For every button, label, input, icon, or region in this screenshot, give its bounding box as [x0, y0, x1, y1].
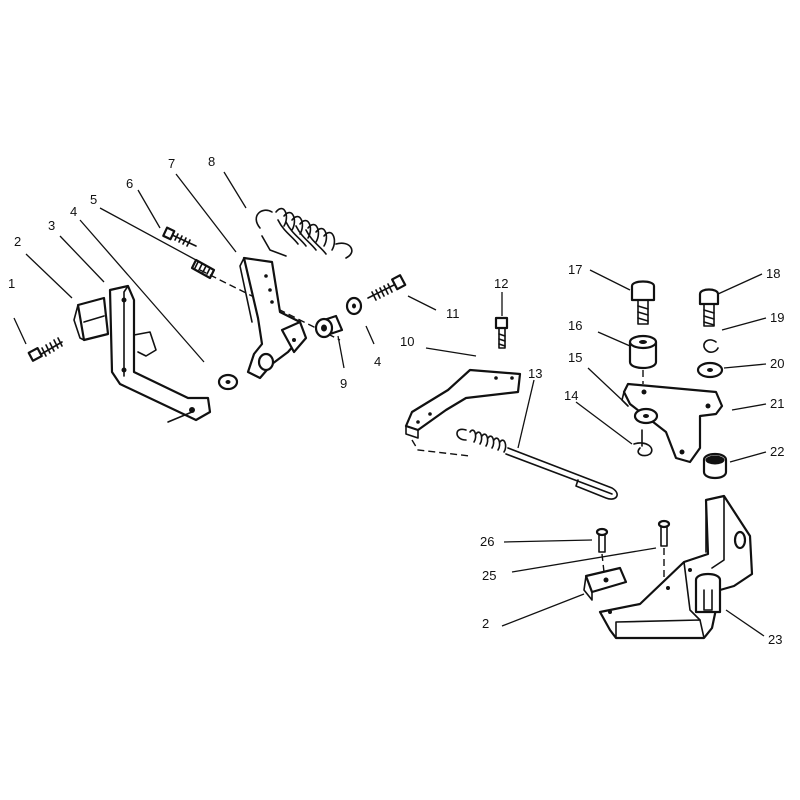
callout-9: 9 [340, 376, 347, 391]
callout-19: 19 [770, 310, 784, 325]
callout-labels: 1 2 3 4 5 6 7 8 9 4 10 11 12 13 14 15 16… [8, 154, 784, 647]
part-5-pin [190, 258, 216, 280]
callout-15: 15 [568, 350, 582, 365]
part-14-clip [633, 429, 653, 457]
part-22-nut [702, 452, 728, 480]
callout-11: 11 [446, 306, 460, 321]
callout-2: 2 [14, 234, 21, 249]
part-26-pin [595, 527, 609, 573]
part-3-pedal-bracket [108, 284, 212, 423]
part-9-spacer [314, 314, 344, 339]
part-4b-washer [345, 296, 363, 316]
callout-23: 23 [768, 632, 782, 647]
callout-3: 3 [48, 218, 55, 233]
part-16-spacer [628, 334, 658, 384]
part-15-washer [633, 407, 659, 425]
callout-16: 16 [568, 318, 582, 333]
leader-lines [13, 171, 767, 637]
part-18-bolt [698, 288, 720, 327]
callout-10: 10 [400, 334, 414, 349]
callout-7: 7 [168, 156, 175, 171]
part-4-washer [217, 373, 239, 391]
callout-26: 26 [480, 534, 494, 549]
callout-4b: 4 [374, 354, 381, 369]
callout-12: 12 [494, 276, 508, 291]
part-6-bolt [162, 226, 197, 247]
part-2-clip [73, 296, 110, 342]
callout-2b: 2 [482, 616, 489, 631]
callout-25: 25 [482, 568, 496, 583]
callout-8: 8 [208, 154, 215, 169]
part-17-bolt [630, 280, 656, 325]
callout-6: 6 [126, 176, 133, 191]
part-1-bolt [27, 337, 63, 362]
callout-13: 13 [528, 366, 542, 381]
part-7-lever [239, 256, 308, 380]
part-25-pin [657, 519, 671, 580]
part-12-pin [494, 316, 509, 349]
part-13-spring-rod [456, 428, 618, 500]
callout-21: 21 [770, 396, 784, 411]
part-21-throttle-plate [621, 382, 724, 464]
part-8-spring [255, 207, 353, 259]
part-11-bolt [367, 274, 407, 301]
part-10-plate [404, 368, 522, 457]
callout-17: 17 [568, 262, 582, 277]
callout-22: 22 [770, 444, 784, 459]
part-20-washer [696, 361, 724, 379]
part-2b-clip [583, 566, 628, 601]
callout-4: 4 [70, 204, 77, 219]
callout-5: 5 [90, 192, 97, 207]
part-23-base-bracket [598, 494, 754, 640]
callout-20: 20 [770, 356, 784, 371]
callout-18: 18 [766, 266, 780, 281]
part-19-eclip [703, 339, 719, 353]
callout-14: 14 [564, 388, 578, 403]
callout-1: 1 [8, 276, 15, 291]
